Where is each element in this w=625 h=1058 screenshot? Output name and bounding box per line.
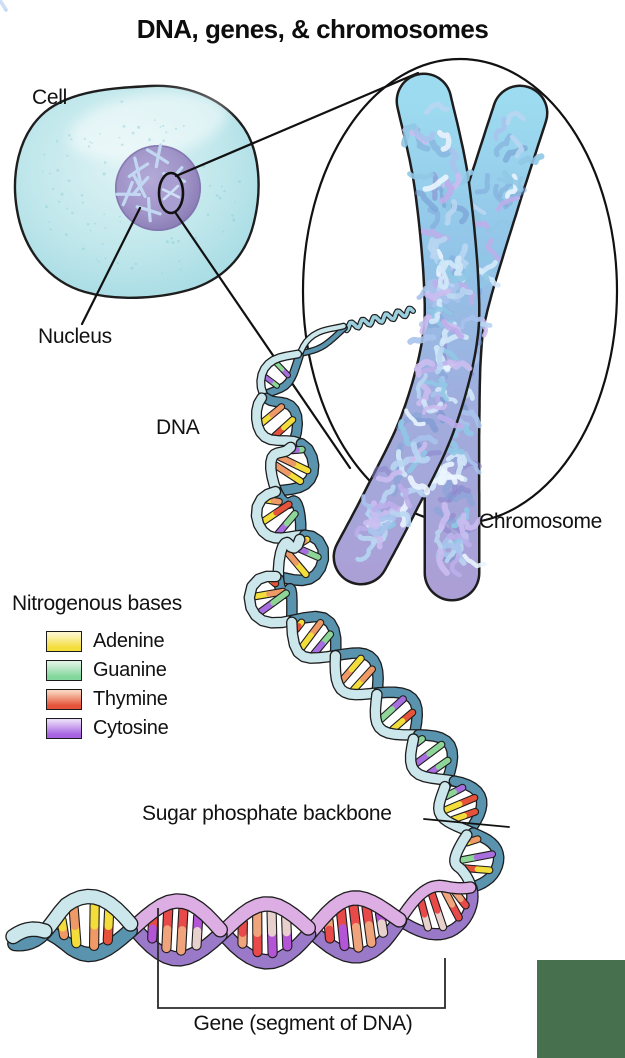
dna-label: DNA	[156, 416, 200, 439]
nitrogenous-bases-legend: Nitrogenous bases Adenine Guanine Thymin…	[12, 592, 183, 739]
chromosome-label: Chromosome	[479, 510, 603, 533]
page-title: DNA, genes, & chromosomes	[136, 14, 489, 44]
legend-row-thymine: Thymine	[46, 685, 168, 714]
adenine-label: Adenine	[93, 630, 165, 652]
gene-label: Gene (segment of DNA)	[193, 1012, 413, 1035]
cytosine-swatch	[46, 718, 82, 739]
guanine-label: Guanine	[93, 659, 167, 681]
cell-label: Cell	[32, 86, 67, 109]
thymine-swatch	[46, 689, 82, 710]
thymine-label: Thymine	[93, 688, 168, 710]
legend-rows: Adenine Guanine Thymine Cytosine	[46, 627, 169, 743]
legend-row-cytosine: Cytosine	[46, 714, 169, 743]
legend-row-adenine: Adenine	[46, 627, 168, 656]
legend-row-guanine: Guanine	[46, 656, 168, 685]
cytosine-label: Cytosine	[93, 717, 169, 739]
guanine-swatch	[46, 660, 82, 681]
green-color-block	[537, 960, 625, 1058]
nucleus-label: Nucleus	[38, 325, 112, 348]
adenine-swatch	[46, 631, 82, 652]
legend-heading: Nitrogenous bases	[12, 592, 183, 615]
backbone-label: Sugar phosphate backbone	[142, 802, 392, 825]
